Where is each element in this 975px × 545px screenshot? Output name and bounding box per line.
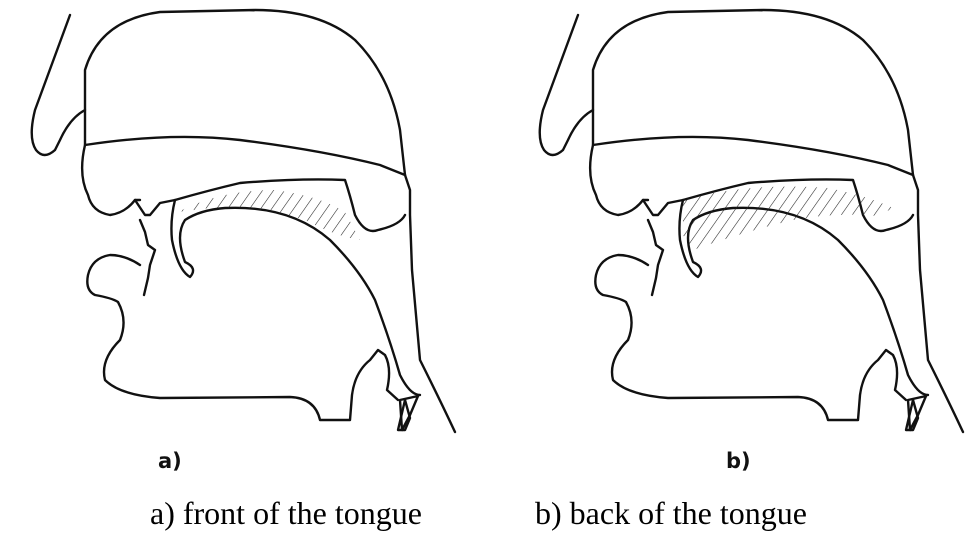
panel-b-label: b) — [726, 449, 751, 473]
panel-a-label: a) — [158, 449, 182, 473]
caption-back-of-tongue: b) back of the tongue — [535, 497, 807, 529]
back-tongue-hatched-area — [683, 187, 893, 251]
front-tongue-hatched-area — [178, 190, 360, 240]
panel-b-vocal-tract — [540, 10, 963, 432]
caption-front-of-tongue: a) front of the tongue — [150, 497, 422, 529]
panel-a-vocal-tract — [32, 10, 455, 432]
